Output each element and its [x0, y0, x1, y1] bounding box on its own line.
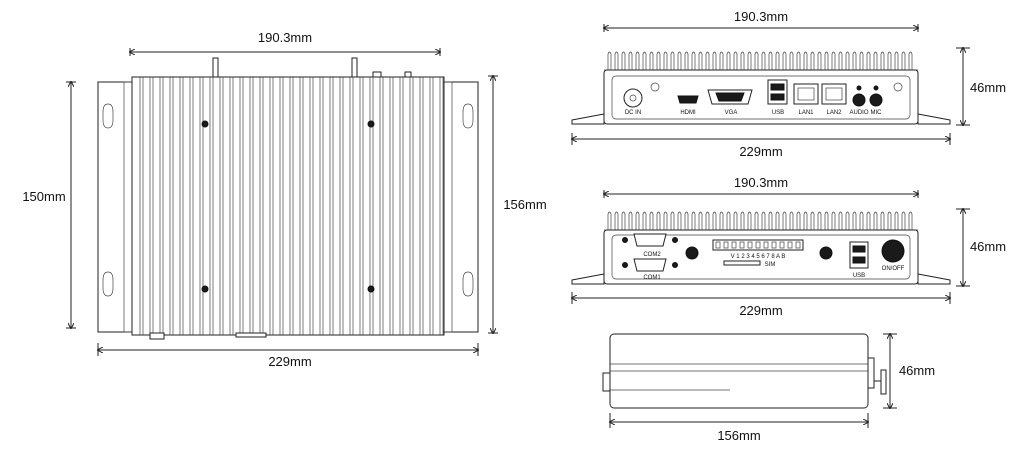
front-height-label: 46mm — [970, 80, 1006, 95]
rear-heatsink-fins — [604, 211, 918, 231]
left-mounting-flange — [97, 81, 133, 333]
screw-icon — [367, 120, 375, 128]
front-width-top-label: 190.3mm — [734, 9, 788, 24]
mic-port: MIC — [869, 85, 883, 116]
front-left-flange — [571, 113, 605, 125]
side-height-dimension: 46mm — [883, 334, 935, 408]
hdmi-port: HDMI — [677, 95, 699, 116]
vga-label: VGA — [725, 110, 738, 116]
top-view-height-right-dimension: 156mm — [488, 76, 547, 333]
side-view-flange — [602, 372, 611, 392]
rear-left-flange — [571, 273, 605, 285]
front-height-dimension: 46mm — [956, 48, 1006, 125]
rear-height-label: 46mm — [970, 239, 1006, 254]
top-view-width-inner-dimension: 190.3mm — [130, 30, 440, 56]
audio-port: AUDIO — [849, 85, 869, 116]
top-view-height-left-label: 150mm — [22, 189, 65, 204]
front-panel-view: 190.3mm 46mm 229mm DC IN — [572, 9, 1006, 159]
rear-width-bottom-label: 229mm — [739, 303, 782, 318]
usb-label: USB — [772, 110, 784, 116]
top-view-width-total-dimension: 229mm — [98, 343, 478, 369]
rear-width-top-dimension: 190.3mm — [604, 175, 918, 198]
front-heatsink-fins — [604, 51, 918, 71]
antenna-icon — [880, 369, 887, 395]
top-view-heatsink-fins — [139, 77, 444, 335]
dc-in-label: DC IN — [625, 110, 641, 116]
rear-usb-port: USB — [849, 241, 869, 279]
bottom-tab — [149, 332, 165, 340]
sim-label: SIM — [765, 262, 776, 268]
antenna-icon — [212, 57, 412, 79]
lan2-port: LAN2 — [821, 83, 847, 116]
top-view-width-total-label: 229mm — [268, 354, 311, 369]
screw-icon — [201, 120, 209, 128]
led-indicator-icon — [893, 82, 903, 92]
bottom-tab — [235, 332, 267, 338]
vga-port: VGA — [707, 89, 753, 116]
rear-usb-label: USB — [853, 273, 865, 279]
rear-panel-view: 190.3mm 46mm 229mm COM2 C — [572, 175, 1006, 318]
lan1-label: LAN1 — [798, 110, 814, 116]
antenna-jack-icon — [685, 246, 699, 260]
top-view: 190.3mm 150mm 156mm 229mm — [22, 30, 546, 369]
terminal-block: V 1 2 3 4 5 6 7 8 A B — [712, 239, 804, 260]
top-view-width-inner-label: 190.3mm — [258, 30, 312, 45]
sim-slot: SIM — [723, 260, 776, 268]
rear-width-top-label: 190.3mm — [734, 175, 788, 190]
terminal-label: V 1 2 3 4 5 6 7 8 A B — [731, 254, 786, 260]
top-view-body — [131, 76, 445, 336]
com2-label: COM2 — [643, 252, 661, 258]
front-width-bottom-dimension: 229mm — [572, 133, 950, 159]
usb-port: USB — [767, 79, 788, 116]
top-view-height-right-label: 156mm — [503, 197, 546, 212]
antenna-jack-icon — [819, 246, 833, 260]
side-view: 46mm 156mm — [602, 334, 935, 443]
side-width-dimension: 156mm — [610, 413, 868, 443]
hdmi-label: HDMI — [680, 110, 696, 116]
ground-screw-icon — [650, 82, 660, 92]
power-button: ON/OFF — [881, 239, 905, 272]
screw-icon — [367, 285, 375, 293]
side-width-label: 156mm — [717, 428, 760, 443]
audio-label: AUDIO — [849, 110, 868, 116]
dc-in-port: DC IN — [623, 88, 643, 116]
lan1-port: LAN1 — [793, 83, 819, 116]
rear-width-bottom-dimension: 229mm — [572, 292, 950, 318]
top-view-height-left-dimension: 150mm — [22, 82, 76, 328]
com2-port: COM2 — [622, 233, 678, 258]
side-height-label: 46mm — [899, 363, 935, 378]
lan2-label: LAN2 — [826, 110, 842, 116]
rear-panel-body — [603, 229, 919, 285]
front-width-top-dimension: 190.3mm — [604, 9, 918, 32]
power-label: ON/OFF — [882, 266, 905, 272]
com1-label: COM1 — [643, 275, 661, 281]
rear-height-dimension: 46mm — [956, 209, 1006, 286]
right-mounting-flange — [443, 81, 479, 333]
screw-icon — [201, 285, 209, 293]
front-width-bottom-label: 229mm — [739, 144, 782, 159]
front-right-flange — [917, 113, 951, 125]
mic-label: MIC — [871, 110, 883, 116]
rear-right-flange — [917, 273, 951, 285]
com1-port: COM1 — [622, 258, 678, 281]
